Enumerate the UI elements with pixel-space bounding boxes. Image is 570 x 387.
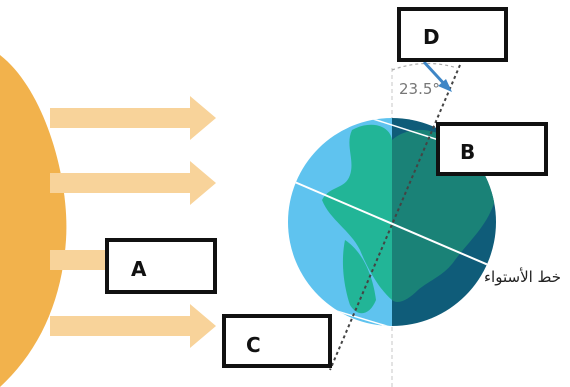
label-d: D: [423, 25, 440, 49]
earth-axis: [329, 64, 461, 371]
arrow-icon: [422, 60, 452, 92]
sun-ray: [50, 161, 216, 205]
label-box-d: D: [397, 7, 508, 62]
label-c: C: [246, 333, 261, 357]
label-box-a: A: [105, 238, 217, 294]
sun-rays: [50, 96, 216, 348]
equator-label: خط الأستواء: [484, 268, 562, 286]
label-a: A: [131, 257, 147, 281]
label-box-c: C: [222, 314, 332, 368]
sun-ray: [50, 96, 216, 140]
label-box-b: B: [436, 122, 548, 176]
sun-ray: [50, 304, 216, 348]
tilt-angle-label: 23.5°: [399, 80, 440, 98]
sun-icon: [0, 55, 67, 387]
tilt-angle-arc: [391, 62, 458, 71]
label-b: B: [460, 140, 476, 164]
